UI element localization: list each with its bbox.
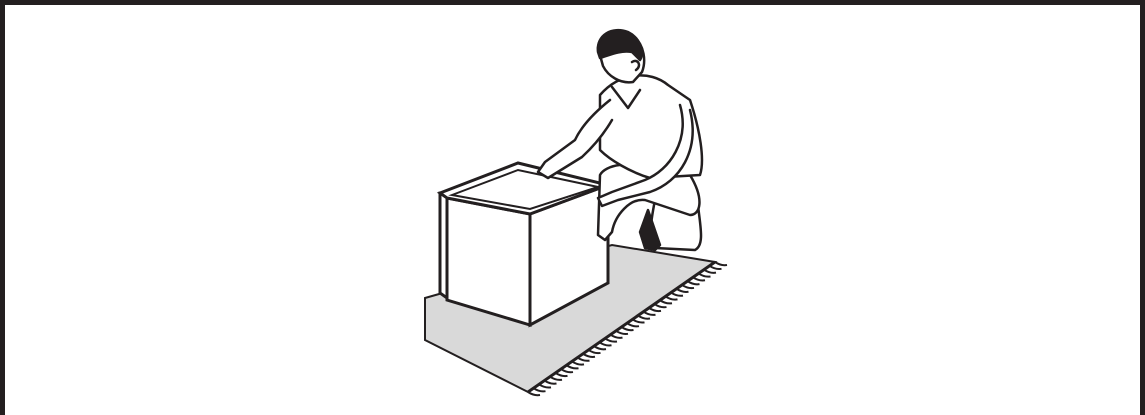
person-left-arm	[536, 98, 614, 180]
mat-tassel	[653, 303, 667, 309]
person	[536, 28, 704, 252]
mat-tassel	[664, 295, 678, 301]
box	[436, 161, 614, 328]
person-hair	[596, 28, 644, 62]
mat-tassel	[637, 314, 651, 320]
person-right-arm	[596, 103, 694, 208]
mat-fringe-tassels	[527, 261, 728, 397]
mat-tassel	[549, 375, 563, 381]
mat-tassel	[587, 349, 601, 355]
mat-tassel	[642, 310, 656, 316]
mat-tassel	[648, 307, 662, 313]
mat-tassel	[582, 352, 596, 358]
person-collar	[610, 85, 642, 110]
mat-tassel	[554, 372, 568, 378]
mat-tassel	[604, 337, 618, 343]
person-ear	[630, 59, 641, 72]
mat-tassel	[620, 326, 634, 332]
mat-tassel	[571, 360, 585, 366]
mat-tassel	[609, 333, 623, 339]
mat-tassel	[681, 284, 695, 290]
mat-tassel	[670, 291, 684, 297]
mat-tassel	[703, 268, 717, 274]
mat-tassel	[659, 299, 673, 305]
mat-tassel	[714, 261, 728, 267]
mat-tassel	[543, 379, 557, 385]
mat-tassel	[692, 276, 706, 282]
mat-tassel	[615, 329, 629, 336]
mat-tassel	[527, 391, 541, 397]
mat-tassel	[631, 318, 645, 324]
mat-tassel	[675, 287, 689, 293]
mat-tassel	[576, 356, 590, 362]
box-opening	[448, 168, 602, 211]
mat-tassel	[565, 364, 579, 370]
mat-tassel	[697, 272, 711, 278]
mat-tassel	[626, 322, 640, 328]
mat-tassel	[593, 345, 607, 351]
mat-tassel	[560, 368, 574, 374]
mat-tassel	[538, 383, 552, 389]
mat-tassel	[686, 280, 700, 286]
mat-tassel	[598, 341, 612, 347]
person-shoe	[638, 208, 662, 252]
mat-tassel	[708, 264, 722, 271]
mat-tassel	[532, 387, 546, 393]
